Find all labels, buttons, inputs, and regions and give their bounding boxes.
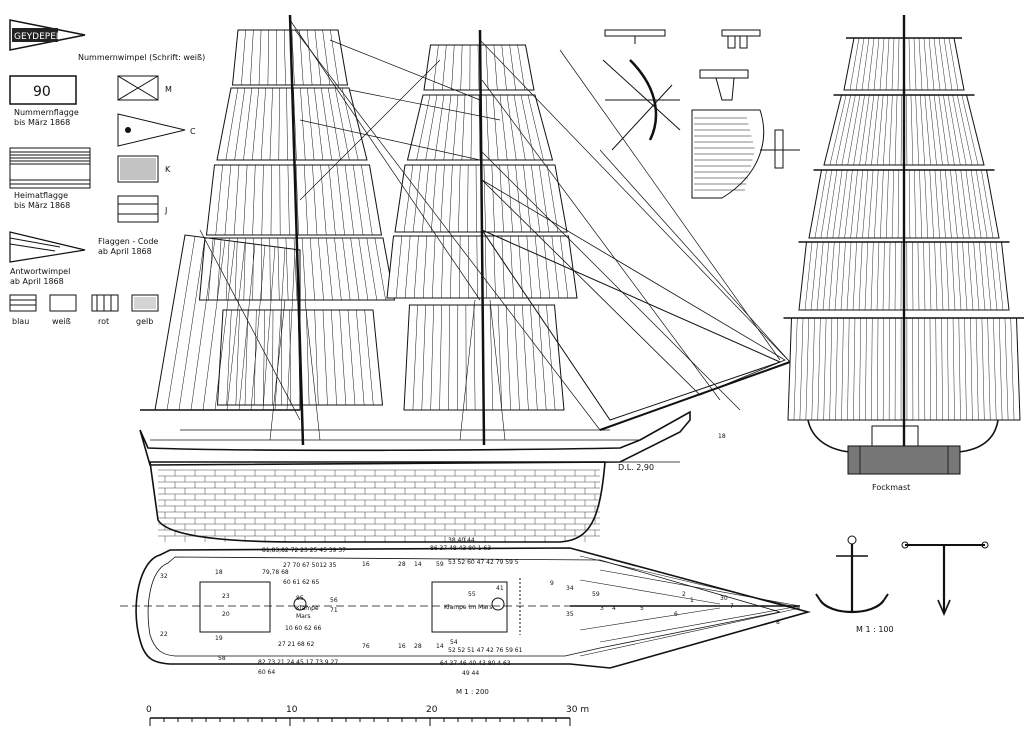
deck-number: 8 <box>776 619 780 626</box>
deck-nums-fore-bot-2: 52 52 51 47 42 76 59 61 <box>448 647 523 654</box>
answer-pennant-label-1: Antwortwimpel <box>10 267 70 276</box>
anchor-details <box>816 536 988 614</box>
deck-number: 28 <box>414 643 422 650</box>
deck-nums-fore-top-3: 53 52 60 47 42 79 59 5 <box>448 559 519 566</box>
pennant-text: GEYDEPEL <box>14 32 61 42</box>
deck-label-klampe-mars: Klampe im Mars <box>444 604 492 611</box>
code-flag-k-icon <box>118 156 158 182</box>
color-red-label: rot <box>98 317 109 326</box>
deck-number: 20 <box>222 611 230 618</box>
deck-number: 16 <box>398 643 406 650</box>
deck-nums-bot-3: 82 73 21 24 45 17 73 9 27 <box>258 659 338 666</box>
number-flag-label-1: Nummernflagge <box>14 108 79 117</box>
deck-number: 4 <box>612 605 616 612</box>
code-letter-j: J <box>164 206 167 215</box>
deck-nums-fore-bot-4: 49 44 <box>462 670 479 677</box>
deck-number: 3 <box>600 605 604 612</box>
home-flag-label-1: Heimatflagge <box>14 191 68 200</box>
deck-number: 59 <box>592 591 600 598</box>
pennant-label: Nummernwimpel (Schrift: weiß) <box>78 53 205 62</box>
scale-tick-label: 20 <box>426 705 438 715</box>
deck-number: 23 <box>222 593 230 600</box>
deck-number: 85 <box>296 595 304 602</box>
deck-number: 34 <box>566 585 574 592</box>
flag-code-label-1: Flaggen - Code <box>98 237 158 246</box>
deck-label-klampe: Klampe <box>296 605 319 612</box>
deck-number: 28 <box>398 561 406 568</box>
side-view-mark: 18 <box>718 433 726 440</box>
deck-number: 76 <box>362 643 370 650</box>
answer-pennant-label-2: ab April 1868 <box>10 277 64 286</box>
deck-nums-fore-bot-1: 54 <box>450 639 458 646</box>
waterline-label: D.L. 2,90 <box>618 463 654 472</box>
scale-bar: 0 10 20 30 m <box>146 705 589 726</box>
deck-nums-bot-2: 10 60 62 66 <box>285 625 321 632</box>
deck-number: 16 <box>362 561 370 568</box>
deck-nums-fore-top-2: 86 37 48 43 80 1 63 <box>430 545 491 552</box>
deck-nums-bot-1: 27 21 68 62 <box>278 641 314 648</box>
deck-nums-top-3: 79,78 68 <box>262 569 289 576</box>
deck-number: 71 <box>330 607 338 614</box>
deck-number: 18 <box>215 569 223 576</box>
code-letter-c: C <box>190 127 196 136</box>
flag-legend: GEYDEPEL Nummernwimpel (Schrift: weiß) 9… <box>10 20 205 326</box>
deck-number: 30 <box>720 595 728 602</box>
deck-number: 9 <box>550 580 554 587</box>
scale-tick-label: 0 <box>146 705 152 715</box>
deck-number: 22 <box>160 631 168 638</box>
deck-nums-bot-4: 60 64 <box>258 669 275 676</box>
deck-label-mars: Mars <box>296 613 310 620</box>
deck-number: 5 <box>640 605 644 612</box>
front-view: Fockmast <box>784 15 1024 492</box>
scale-tick-label: 10 <box>286 705 298 715</box>
deck-number: 56 <box>330 597 338 604</box>
hull-planking <box>158 470 600 542</box>
deck-number: 55 <box>468 591 476 598</box>
deck-scale-label: M 1 : 200 <box>456 688 489 696</box>
front-view-label: Fockmast <box>872 483 910 492</box>
swatch-blue <box>10 295 36 311</box>
color-blue-label: blau <box>12 317 29 326</box>
code-flag-c-icon <box>118 114 185 146</box>
deck-number: 59 <box>436 561 444 568</box>
deck-number: 35 <box>566 611 574 618</box>
code-letter-k: K <box>165 165 171 174</box>
home-flag-icon <box>10 148 90 188</box>
swatch-white <box>50 295 76 311</box>
deck-number: 32 <box>160 573 168 580</box>
side-view: D.L. 2,90 18 <box>140 15 790 542</box>
deck-number: 14 <box>436 643 444 650</box>
number-flag-value: 90 <box>33 84 51 100</box>
flag-code-label-2: ab April 1868 <box>98 247 152 256</box>
scale-tick-label: 30 m <box>566 705 589 715</box>
deck-nums-fore-bot-3: 64 37 46 40 43 80 4 63 <box>440 660 511 667</box>
deck-number: 19 <box>215 635 223 642</box>
deck-number: 41 <box>496 585 504 592</box>
deck-nums-fore-top-1: 38 40 44 <box>448 537 475 544</box>
deck-number: 14 <box>414 561 422 568</box>
bowsprit <box>600 362 790 430</box>
deck-plan: Klampe im Mars Klampe Mars 81,83,82 72 2… <box>120 537 808 696</box>
swatch-red <box>92 295 118 311</box>
deck-number: 1 <box>690 597 694 604</box>
home-flag-label-2: bis März 1868 <box>14 201 70 210</box>
color-yellow-label: gelb <box>136 317 153 326</box>
deck-number: 6 <box>674 611 678 618</box>
side-view-sails <box>200 30 578 410</box>
fitting-details <box>603 30 800 198</box>
code-flag-j-icon <box>118 196 158 222</box>
color-white-label: weiß <box>52 317 71 326</box>
deck-nums-top-1: 81,83,82 72 23 25 45 39 37 <box>262 547 346 554</box>
deck-number: 7 <box>730 603 734 610</box>
deck-nums-mid: 60 61 62 65 <box>283 579 319 586</box>
deck-nums-top-2: 27 70 67 5012 35 <box>283 562 337 569</box>
deck-number: 2 <box>682 591 686 598</box>
anchor-scale-label: M 1 : 100 <box>856 625 894 634</box>
deck-number: 58 <box>218 655 226 662</box>
number-flag-label-2: bis März 1868 <box>14 118 70 127</box>
code-flag-m-icon <box>118 76 158 100</box>
code-letter-m: M <box>165 85 172 94</box>
